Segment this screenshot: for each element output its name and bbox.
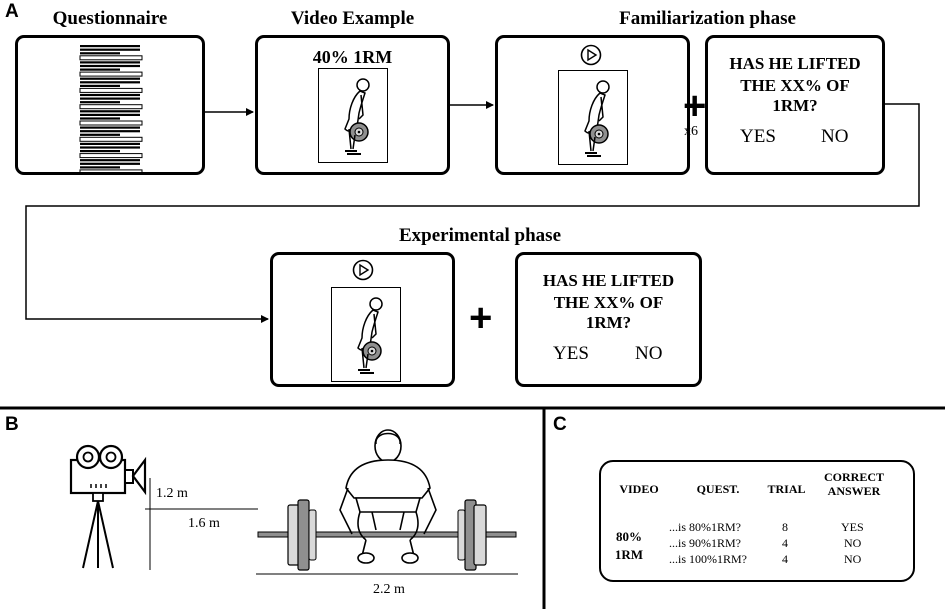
plus-icon: + [469,296,493,340]
table-row-3-trial: 4 [782,552,788,566]
questionnaire-text-line [80,68,120,71]
yes-option[interactable]: YES [553,343,589,364]
questionnaire-text-line [80,133,120,136]
panel-label-c: C [553,414,567,435]
question-line-2: THE XX% OF [740,76,850,95]
no-option[interactable]: NO [635,343,663,364]
question-line-1: HAS HE LIFTED [729,54,861,73]
yes-option[interactable]: YES [740,126,776,147]
questionnaire-answer-bar [79,87,143,93]
questionnaire-text-line [80,117,120,120]
questionnaire-answer-bar [79,169,143,172]
table-row-3-answer: NO [844,552,862,566]
questionnaire-answer-bar [79,153,143,159]
video-frame [318,68,388,163]
experimental-question-box: HAS HE LIFTED THE XX% OF 1RM? YES NO [515,252,702,387]
table-row-1-answer: YES [841,520,864,534]
barbell-icon [257,499,517,571]
questionnaire-text-line [80,126,140,129]
questionnaire-text-line [80,142,140,145]
panel-label-a: A [5,1,19,22]
questionnaire-text-line [80,110,140,113]
table-row-3-quest: ...is 100%1RM? [669,552,747,566]
questionnaire-answer-bar [79,55,143,61]
video-frame [331,287,401,382]
table-header-quest: QUEST. [696,482,740,496]
table-row-2-quest: ...is 90%1RM? [669,536,741,550]
questionnaire-text-line [80,84,120,87]
lifter-figure [357,297,383,374]
question-line-2: THE XX% OF [553,293,664,312]
video-example-heading: Video Example [290,8,415,29]
questionnaire-answer-bar [79,104,143,110]
questionnaire-text-line [80,113,140,116]
question-line-3: 1RM? [772,96,818,115]
questionnaire-answer-bar [79,136,143,142]
panel-label-b: B [5,414,19,435]
table-row-2-answer: NO [844,536,862,550]
question-line-1: HAS HE LIFTED [542,271,675,290]
questionnaire-text-line [80,81,140,84]
lifter-figure [339,429,437,564]
questionnaire-text-line [80,146,140,149]
table-header-correct-answer: CORRECT ANSWER [823,470,884,498]
familiarization-video-box [495,35,690,175]
lifter-figure [584,80,610,157]
questionnaire-text-line [80,101,120,104]
table-header-trial: TRIAL [767,482,806,496]
questionnaire-text-line [80,150,120,153]
camera-distance-label: 1.6 m [188,516,220,531]
questionnaire-text-line [80,45,140,48]
repetition-count: x6 [684,124,698,139]
questionnaire-text-line [80,61,140,64]
questionnaire-text-line [80,159,140,162]
lifter-figure [344,78,370,155]
video-camera-icon [69,444,147,569]
camera-height-label: 1.2 m [156,486,188,501]
experimental-heading: Experimental phase [398,225,562,246]
question-line-3: 1RM? [585,313,632,332]
questionnaire-answer-bar [79,120,143,126]
table-header-video: VIDEO [619,482,659,496]
questionnaire-text-line [80,48,140,51]
table-video-label: 80% 1RM [614,529,644,562]
table-row-1-trial: 8 [782,520,788,534]
play-icon[interactable] [352,259,374,281]
questionnaire-text-line [80,64,140,68]
no-option[interactable]: NO [821,126,849,147]
bar-length-label: 2.2 m [373,582,405,597]
questionnaire-text-line [80,162,140,165]
table-row-1-quest: ...is 80%1RM? [669,520,741,534]
video-example-box: 40% 1RM [255,35,450,175]
play-icon[interactable] [580,44,602,66]
questionnaire-box [15,35,205,175]
questionnaire-text-line [80,52,120,55]
questionnaire-text-line [80,166,120,169]
video-frame [558,70,628,165]
questionnaire-text-line [80,93,140,97]
questionnaire-text-line [80,77,140,80]
questionnaire-heading: Questionnaire [52,8,168,29]
familiarization-heading: Familiarization phase [619,8,796,29]
experimental-video-box [270,252,455,387]
video-example-label: 40% 1RM [312,47,393,67]
trial-table: VIDEO QUEST. TRIAL CORRECT ANSWER 80% 1R… [599,460,915,582]
table-row-2-trial: 4 [782,536,788,550]
questionnaire-answer-bar [79,71,143,77]
questionnaire-lines-icon [79,45,143,172]
familiarization-question-box: HAS HE LIFTED THE XX% OF 1RM? YES NO [705,35,885,175]
questionnaire-text-line [80,97,140,100]
plus-icon: + [683,84,707,128]
questionnaire-text-line [80,130,140,133]
